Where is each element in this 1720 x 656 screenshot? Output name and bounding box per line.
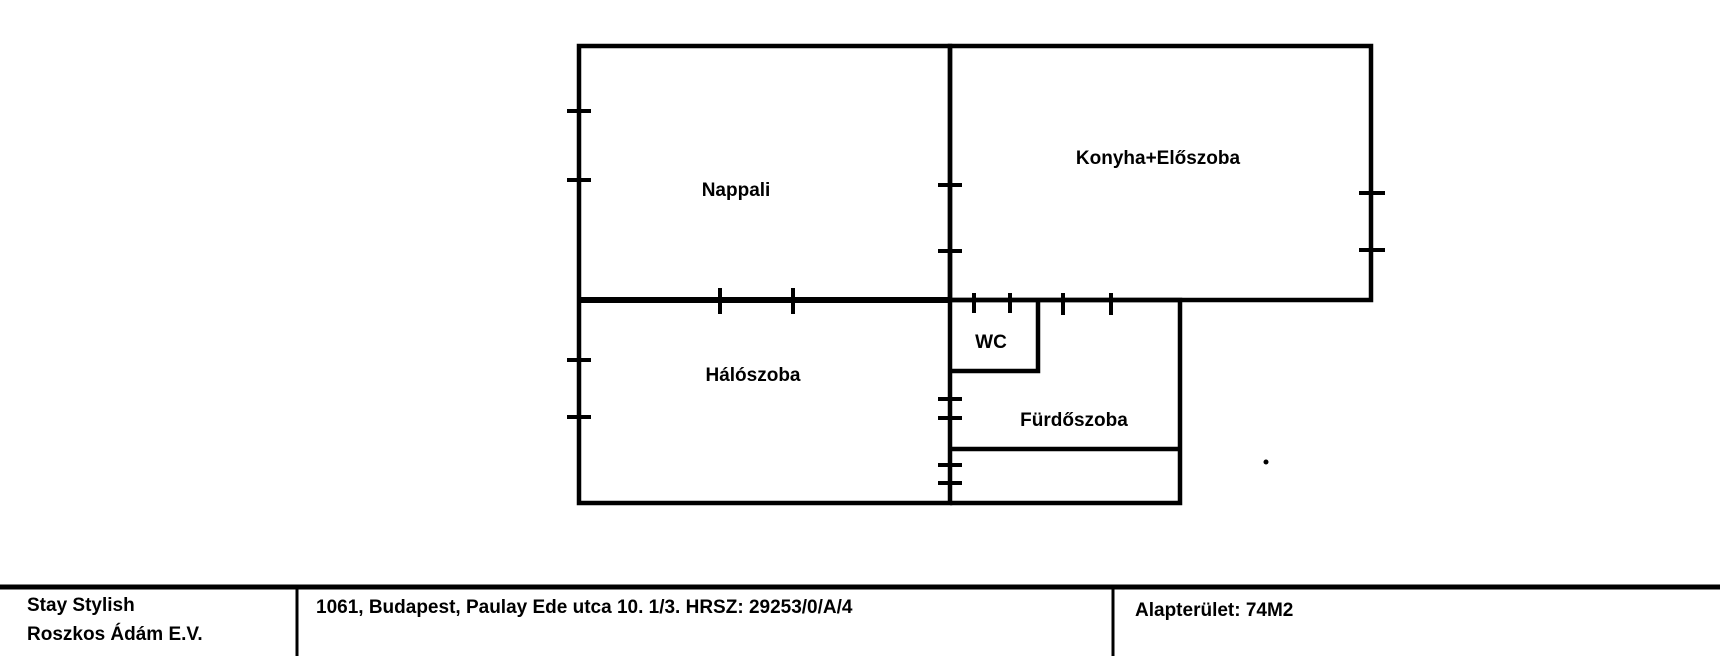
- company-name: Stay Stylish: [27, 595, 135, 616]
- wall-wc: [950, 300, 1041, 374]
- dot-mark: [1263, 459, 1269, 465]
- room-label-wc: WC: [975, 332, 1007, 353]
- wall-left-block: [576, 43, 953, 506]
- walls: [576, 43, 1374, 506]
- wall-kitchen: [947, 43, 1374, 303]
- floor-area: Alapterület: 74M2: [1135, 600, 1293, 621]
- room-label-nappali: Nappali: [702, 180, 771, 201]
- room-label-konyha: Konyha+Előszoba: [1076, 148, 1241, 169]
- title-block: Stay Stylish Roszkos Ádám E.V. 1061, Bud…: [0, 584, 1720, 656]
- door-window-marks: [567, 109, 1385, 485]
- room-label-haloszoba: Hálószoba: [705, 365, 800, 386]
- room-label-furdoszoba: Fürdőszoba: [1020, 410, 1128, 431]
- wall-bathroom: [950, 297, 1183, 506]
- owner-name: Roszkos Ádám E.V.: [27, 623, 203, 645]
- address: 1061, Budapest, Paulay Ede utca 10. 1/3.…: [316, 597, 853, 618]
